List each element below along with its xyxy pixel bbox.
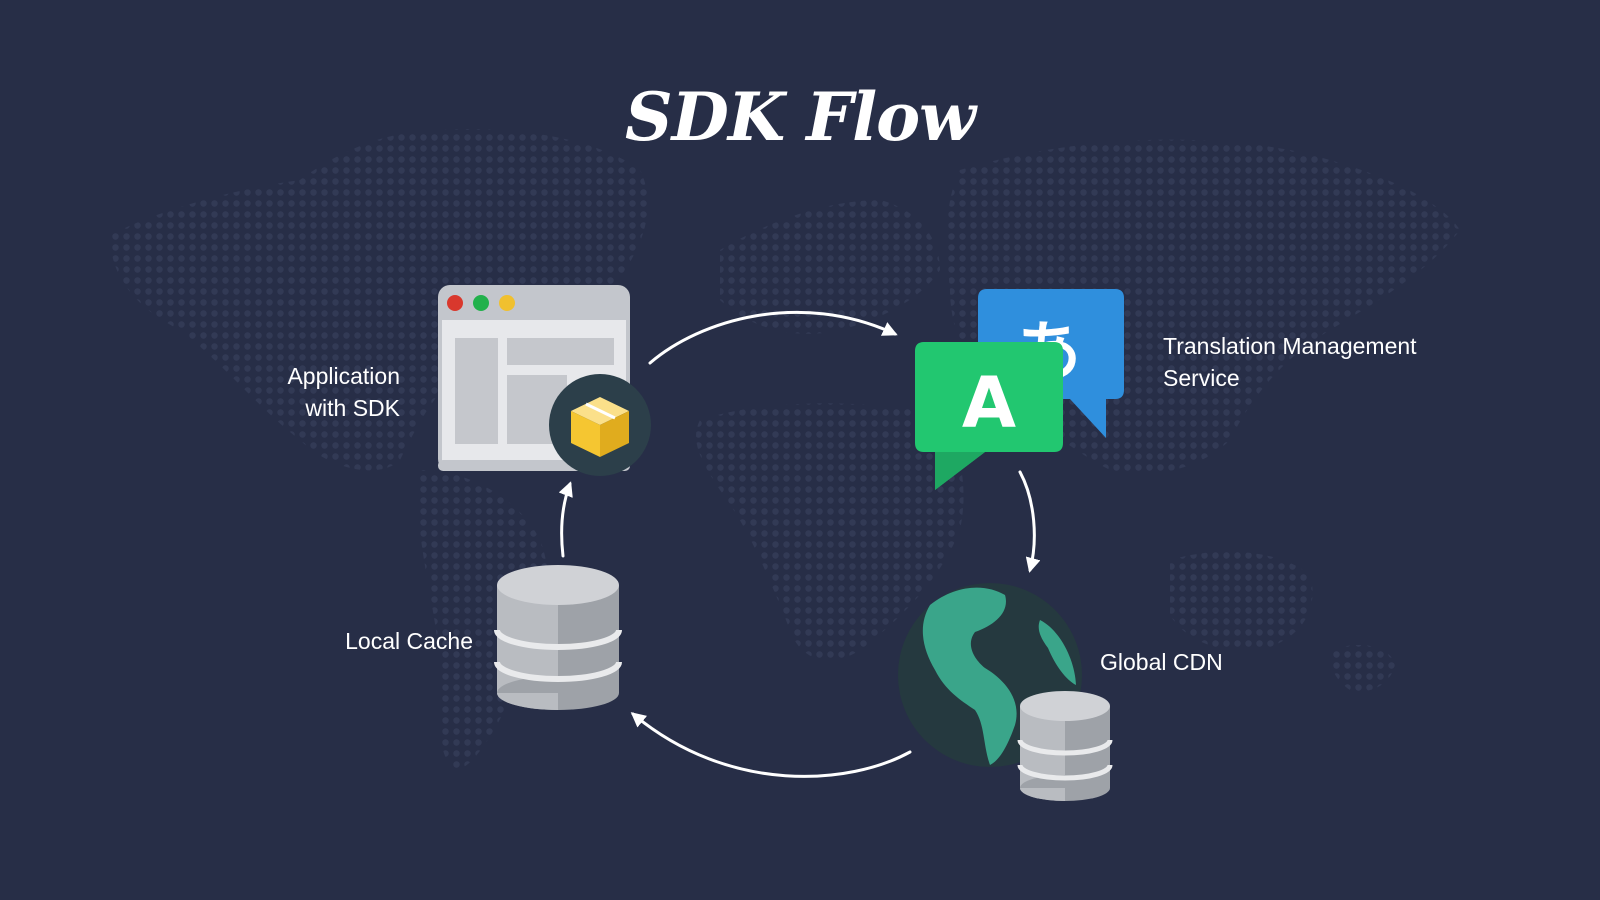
arrow-app-to-tms xyxy=(648,310,898,365)
database-icon xyxy=(494,565,622,710)
globe-with-database-icon xyxy=(898,583,1113,801)
browser-close-dot xyxy=(447,295,463,311)
cycle-arrows xyxy=(558,310,1041,778)
browser-window-with-package-icon xyxy=(438,285,651,476)
cdn-label: Global CDN xyxy=(1100,649,1223,675)
app-label: Application with SDK xyxy=(200,360,400,424)
arrow-cache-to-app xyxy=(558,481,573,558)
browser-max-dot xyxy=(473,295,489,311)
tms-label-line1: Translation Management xyxy=(1163,333,1417,359)
cdn-database xyxy=(1017,691,1113,801)
arrow-cdn-to-cache xyxy=(630,712,912,778)
tms-label-line2: Service xyxy=(1163,365,1240,391)
globe-land-americas xyxy=(922,587,1017,765)
app-label-line2: with SDK xyxy=(305,395,400,421)
tms-label: Translation Management Service xyxy=(1163,330,1483,394)
page-title: SDK Flow xyxy=(624,78,976,156)
latin-glyph: A xyxy=(962,362,1016,444)
browser-min-dot xyxy=(499,295,515,311)
translation-speech-bubbles-icon: あ A xyxy=(915,289,1124,490)
cache-label: Local Cache xyxy=(345,628,473,654)
arrow-tms-to-cdn xyxy=(1018,470,1041,573)
package-icon xyxy=(571,397,629,457)
app-label-line1: Application xyxy=(287,363,400,389)
globe-land-east xyxy=(1038,620,1076,685)
